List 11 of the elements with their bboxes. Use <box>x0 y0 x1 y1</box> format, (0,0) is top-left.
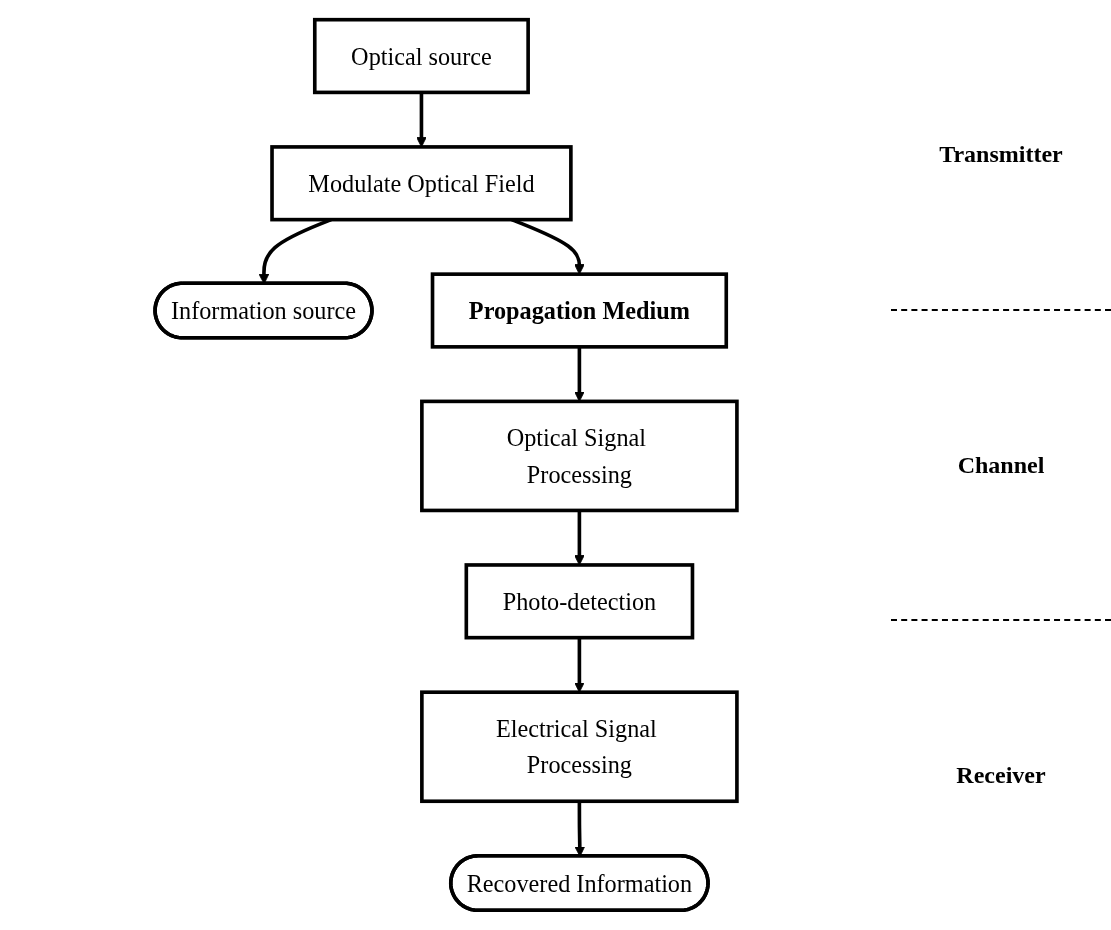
node-box: Electrical Signal Processing <box>419 690 739 804</box>
arrow <box>573 637 585 693</box>
node-box: Optical source <box>312 17 530 95</box>
section-label: Transmitter <box>939 140 1063 168</box>
node-box: Optical Signal Processing <box>419 399 739 513</box>
arrow <box>573 346 585 402</box>
node-box: Propagation Medium <box>430 272 728 349</box>
section-label: Receiver <box>956 762 1046 790</box>
node-box: Photo-detection <box>464 563 694 640</box>
section-label: Channel <box>957 451 1045 479</box>
node-box: Modulate Optical Field <box>269 145 573 222</box>
